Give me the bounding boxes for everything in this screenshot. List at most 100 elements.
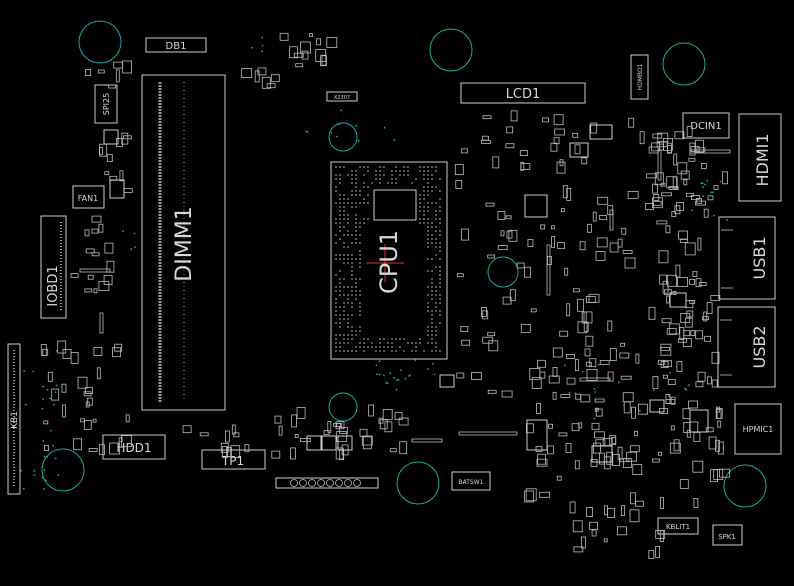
cpu-ball	[439, 222, 441, 224]
cpu-ball	[351, 302, 353, 304]
via	[33, 474, 36, 477]
smd-part	[686, 429, 691, 438]
smd-part	[603, 538, 608, 543]
cpu-ball	[335, 222, 337, 224]
smd-part	[670, 425, 675, 431]
smd-part	[552, 391, 557, 400]
smd-part	[241, 68, 253, 78]
smd-part	[581, 157, 588, 165]
cpu-ball	[379, 350, 381, 352]
cpu-ball	[351, 174, 353, 176]
smd-part	[589, 358, 597, 368]
smd-part	[456, 372, 465, 379]
smd-part	[552, 366, 558, 377]
cpu-ball	[427, 330, 429, 332]
cpu-ball	[423, 218, 425, 220]
cpu-ball	[419, 202, 421, 204]
smd-part	[270, 74, 280, 83]
via	[340, 109, 343, 112]
smd-part	[323, 429, 330, 435]
cpu-ball	[439, 310, 441, 312]
cpu-ball	[339, 222, 341, 224]
cpu-ball	[423, 174, 425, 176]
cpu-ball	[435, 238, 437, 240]
cpu-ball	[359, 254, 361, 256]
via	[19, 354, 22, 356]
via	[41, 476, 44, 479]
cpu-ball	[343, 206, 345, 208]
cpu-ball	[351, 254, 353, 256]
cpu-ball	[355, 230, 357, 232]
lcd1-connector: LCD1	[460, 82, 586, 104]
iobd1-connector: IOBD1	[40, 215, 67, 319]
smd-part	[296, 406, 306, 419]
cpu-ball	[411, 342, 413, 344]
cpu-ball	[419, 206, 421, 208]
spi25-chip: SPI25	[94, 84, 118, 124]
cpu-ball	[407, 170, 409, 172]
smd-part	[93, 347, 103, 356]
cpu-ball	[423, 198, 425, 200]
cpu-ball	[379, 346, 381, 348]
cpu-ball	[351, 190, 353, 192]
smd-part	[648, 146, 659, 154]
cpu-ball	[355, 278, 357, 280]
smd-part	[551, 236, 555, 248]
cpu-ball	[435, 326, 437, 328]
cpu-ball	[439, 246, 441, 248]
smd-part	[660, 346, 670, 351]
smd-part	[717, 441, 724, 455]
smd-part	[599, 215, 607, 220]
cpu-ball	[339, 334, 341, 336]
smd-part	[581, 536, 586, 549]
smd-part	[686, 126, 693, 137]
smd-part	[631, 406, 636, 419]
smd-part	[266, 83, 276, 89]
smd-part	[646, 173, 657, 179]
cpu-ball	[351, 234, 353, 236]
cpu-ball	[435, 218, 437, 220]
cpu-ball	[423, 214, 425, 216]
via	[357, 139, 360, 142]
cpu-ball	[339, 282, 341, 284]
cpu-ball	[367, 186, 369, 188]
cpu-ball	[355, 346, 357, 348]
ic-footprint	[591, 445, 613, 463]
via	[41, 407, 44, 410]
cpu-ball	[427, 218, 429, 220]
smd-part	[487, 389, 497, 394]
smd-part	[115, 69, 120, 83]
cpu-ball	[351, 278, 353, 280]
smd-part	[689, 278, 695, 285]
cpu-ball	[343, 210, 345, 212]
iobd1-label: IOBD1	[46, 265, 61, 306]
smd-part	[564, 267, 569, 276]
smd-part	[552, 347, 563, 358]
smd-part	[697, 371, 706, 382]
cpu-ball	[403, 338, 405, 340]
smd-part	[279, 32, 289, 41]
cpu-ball	[343, 278, 345, 280]
cpu-ball	[335, 290, 337, 292]
cpu-ball	[347, 298, 349, 300]
smd-part	[587, 223, 592, 233]
cpu-ball	[343, 246, 345, 248]
smd-part	[509, 289, 516, 302]
cpu-ball	[335, 166, 337, 168]
ic-footprint	[649, 399, 665, 413]
tp1-label: TP1	[221, 454, 244, 468]
via	[130, 248, 133, 251]
cpu-ball	[347, 254, 349, 256]
cpu-ball	[351, 178, 353, 180]
strip-connector	[657, 149, 662, 181]
via	[712, 214, 715, 217]
hdd1-connector: HDD1	[102, 434, 166, 460]
smd-part	[492, 156, 500, 169]
via	[57, 474, 60, 476]
smd-part	[668, 323, 680, 335]
smd-part	[112, 347, 121, 358]
smd-part	[182, 425, 192, 434]
ic-footprint	[669, 292, 687, 308]
smd-part	[693, 431, 701, 442]
cpu-ball	[343, 318, 345, 320]
